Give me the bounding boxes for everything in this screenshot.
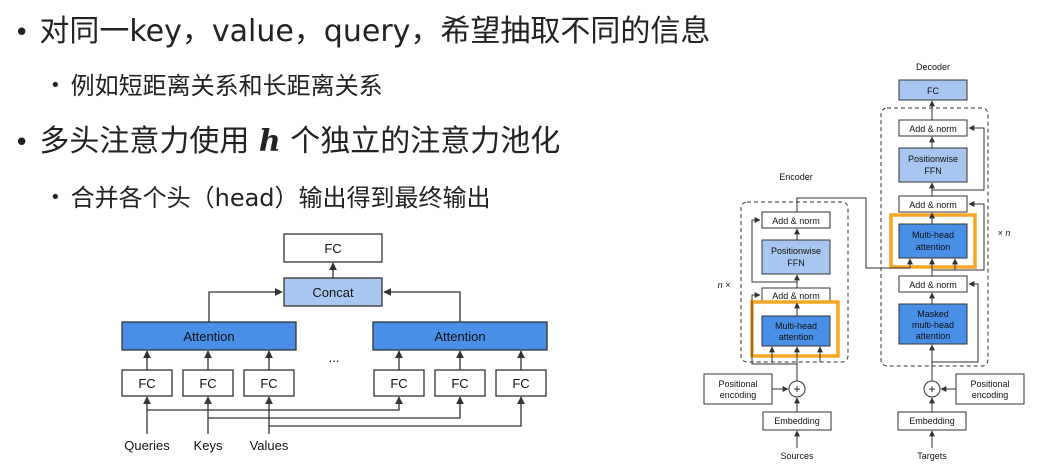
mh-fc-top-box [283,233,383,263]
multihead-labels: FC Concat Attention Attention FC FC FC F… [124,241,529,453]
enc-posenc-label-2: encoding [720,390,757,400]
enc-embedding-label: Embedding [774,416,820,426]
mh-fc-l3-label: FC [260,376,277,391]
mh-input-keys: Keys [194,438,223,453]
mh-fc-r2-label: FC [451,376,468,391]
dec-addnorm-3-label: Add & norm [909,124,957,134]
bullet-1-sub: • 例如短距离关系和长距离关系 [50,66,383,101]
enc-addnorm-1-label: Add & norm [772,291,820,301]
dec-n-times: × n [998,228,1011,238]
bullet-dot: • [14,18,30,48]
dec-addnorm-2-label: Add & norm [909,200,957,210]
dec-addnorm-1 [898,275,968,293]
enc-ffn-label-1: Positionwise [771,246,821,256]
mh-fc-r1-label: FC [390,376,407,391]
mh-attention-right-box [372,321,548,351]
decoder-container [880,107,989,367]
enc-ffn-box [761,239,831,275]
dec-ffn-label-1: Positionwise [908,154,958,164]
enc-mha-label-2: attention [779,332,814,342]
bullet-dot: • [14,128,30,158]
mh-fc-r3-box [495,369,547,397]
dec-ffn-box [898,147,968,183]
multihead-diagram [121,233,548,434]
bullet-1-text: 对同一key，value，query，希望抽取不同的信息 [39,14,711,49]
encoder-container [740,201,849,363]
dec-posenc-label-2: encoding [972,390,1009,400]
dec-masked-box [898,303,968,345]
dec-fc-box [898,79,968,101]
mh-attention-left-box [121,321,297,351]
sources-label: Sources [780,451,814,461]
mh-fc-r3-label: FC [512,376,529,391]
mh-fc-top-label: FC [324,241,341,256]
bullet-2: • 多头注意力使用 h 个独立的注意力池化 [14,116,560,160]
bullet-2-var: h [258,124,281,159]
bullet-2-sub-text: 合并各个头（head）输出得到最终输出 [70,184,491,212]
enc-n-times: n × [718,280,731,290]
dec-plus-sign: + [928,382,935,396]
bullet-2-post: 个独立的注意力池化 [280,124,561,159]
mh-fc-r2-box [434,369,486,397]
enc-addnorm-2 [761,211,831,229]
bullet-dot: • [50,75,61,96]
bullet-2-sub: • 合并各个头（head）输出得到最终输出 [50,178,491,213]
transformer-diagram [703,79,1025,448]
dec-addnorm-2 [898,195,968,213]
mh-fc-l1-box [121,369,173,397]
dec-fc-label: FC [927,86,939,96]
enc-mha-label-1: Multi-head [775,321,817,331]
bullet-1: • 对同一key，value，query，希望抽取不同的信息 [14,6,710,50]
bullet-1-sub-text: 例如短距离关系和长距离关系 [70,72,383,100]
dec-masked-label-3: attention [916,331,951,341]
transformer-labels: Decoder Encoder FC Add & norm Positionwi… [718,62,1011,461]
enc-mha-box [761,315,831,347]
enc-plus-sign: + [793,382,800,396]
enc-ffn-label-2: FFN [787,258,805,268]
bullet-dot: • [50,187,61,208]
enc-posenc-label-1: Positional [718,379,757,389]
mh-fc-l2-box [182,369,234,397]
dec-posenc-label-1: Positional [970,379,1009,389]
mh-fc-r1-box [373,369,425,397]
dec-masked-label-2: multi-head [912,320,954,330]
mh-fc-l1-label: FC [138,376,155,391]
dec-addnorm-1-label: Add & norm [909,280,957,290]
mh-concat-label: Concat [312,285,354,300]
mh-input-values: Values [250,438,289,453]
enc-posenc-box [703,373,773,405]
bullet-2-pre: 多头注意力使用 [39,124,259,159]
dec-mha-label-1: Multi-head [912,230,954,240]
targets-label: Targets [917,451,947,461]
mh-attention-right-label: Attention [434,329,485,344]
dec-mha-label-2: attention [916,242,951,252]
mh-input-queries: Queries [124,438,170,453]
enc-addnorm-2-label: Add & norm [772,216,820,226]
mh-attention-left-label: Attention [183,329,234,344]
mh-fc-l2-label: FC [199,376,216,391]
dec-ffn-label-2: FFN [924,166,942,176]
dec-embedding-label: Embedding [909,416,955,426]
dec-mha-box [898,223,968,259]
dec-addnorm-3 [898,119,968,137]
dec-masked-label-1: Masked [917,309,949,319]
encoder-title: Encoder [779,172,813,182]
mh-ellipsis: ... [329,350,340,365]
decoder-title: Decoder [916,62,950,72]
